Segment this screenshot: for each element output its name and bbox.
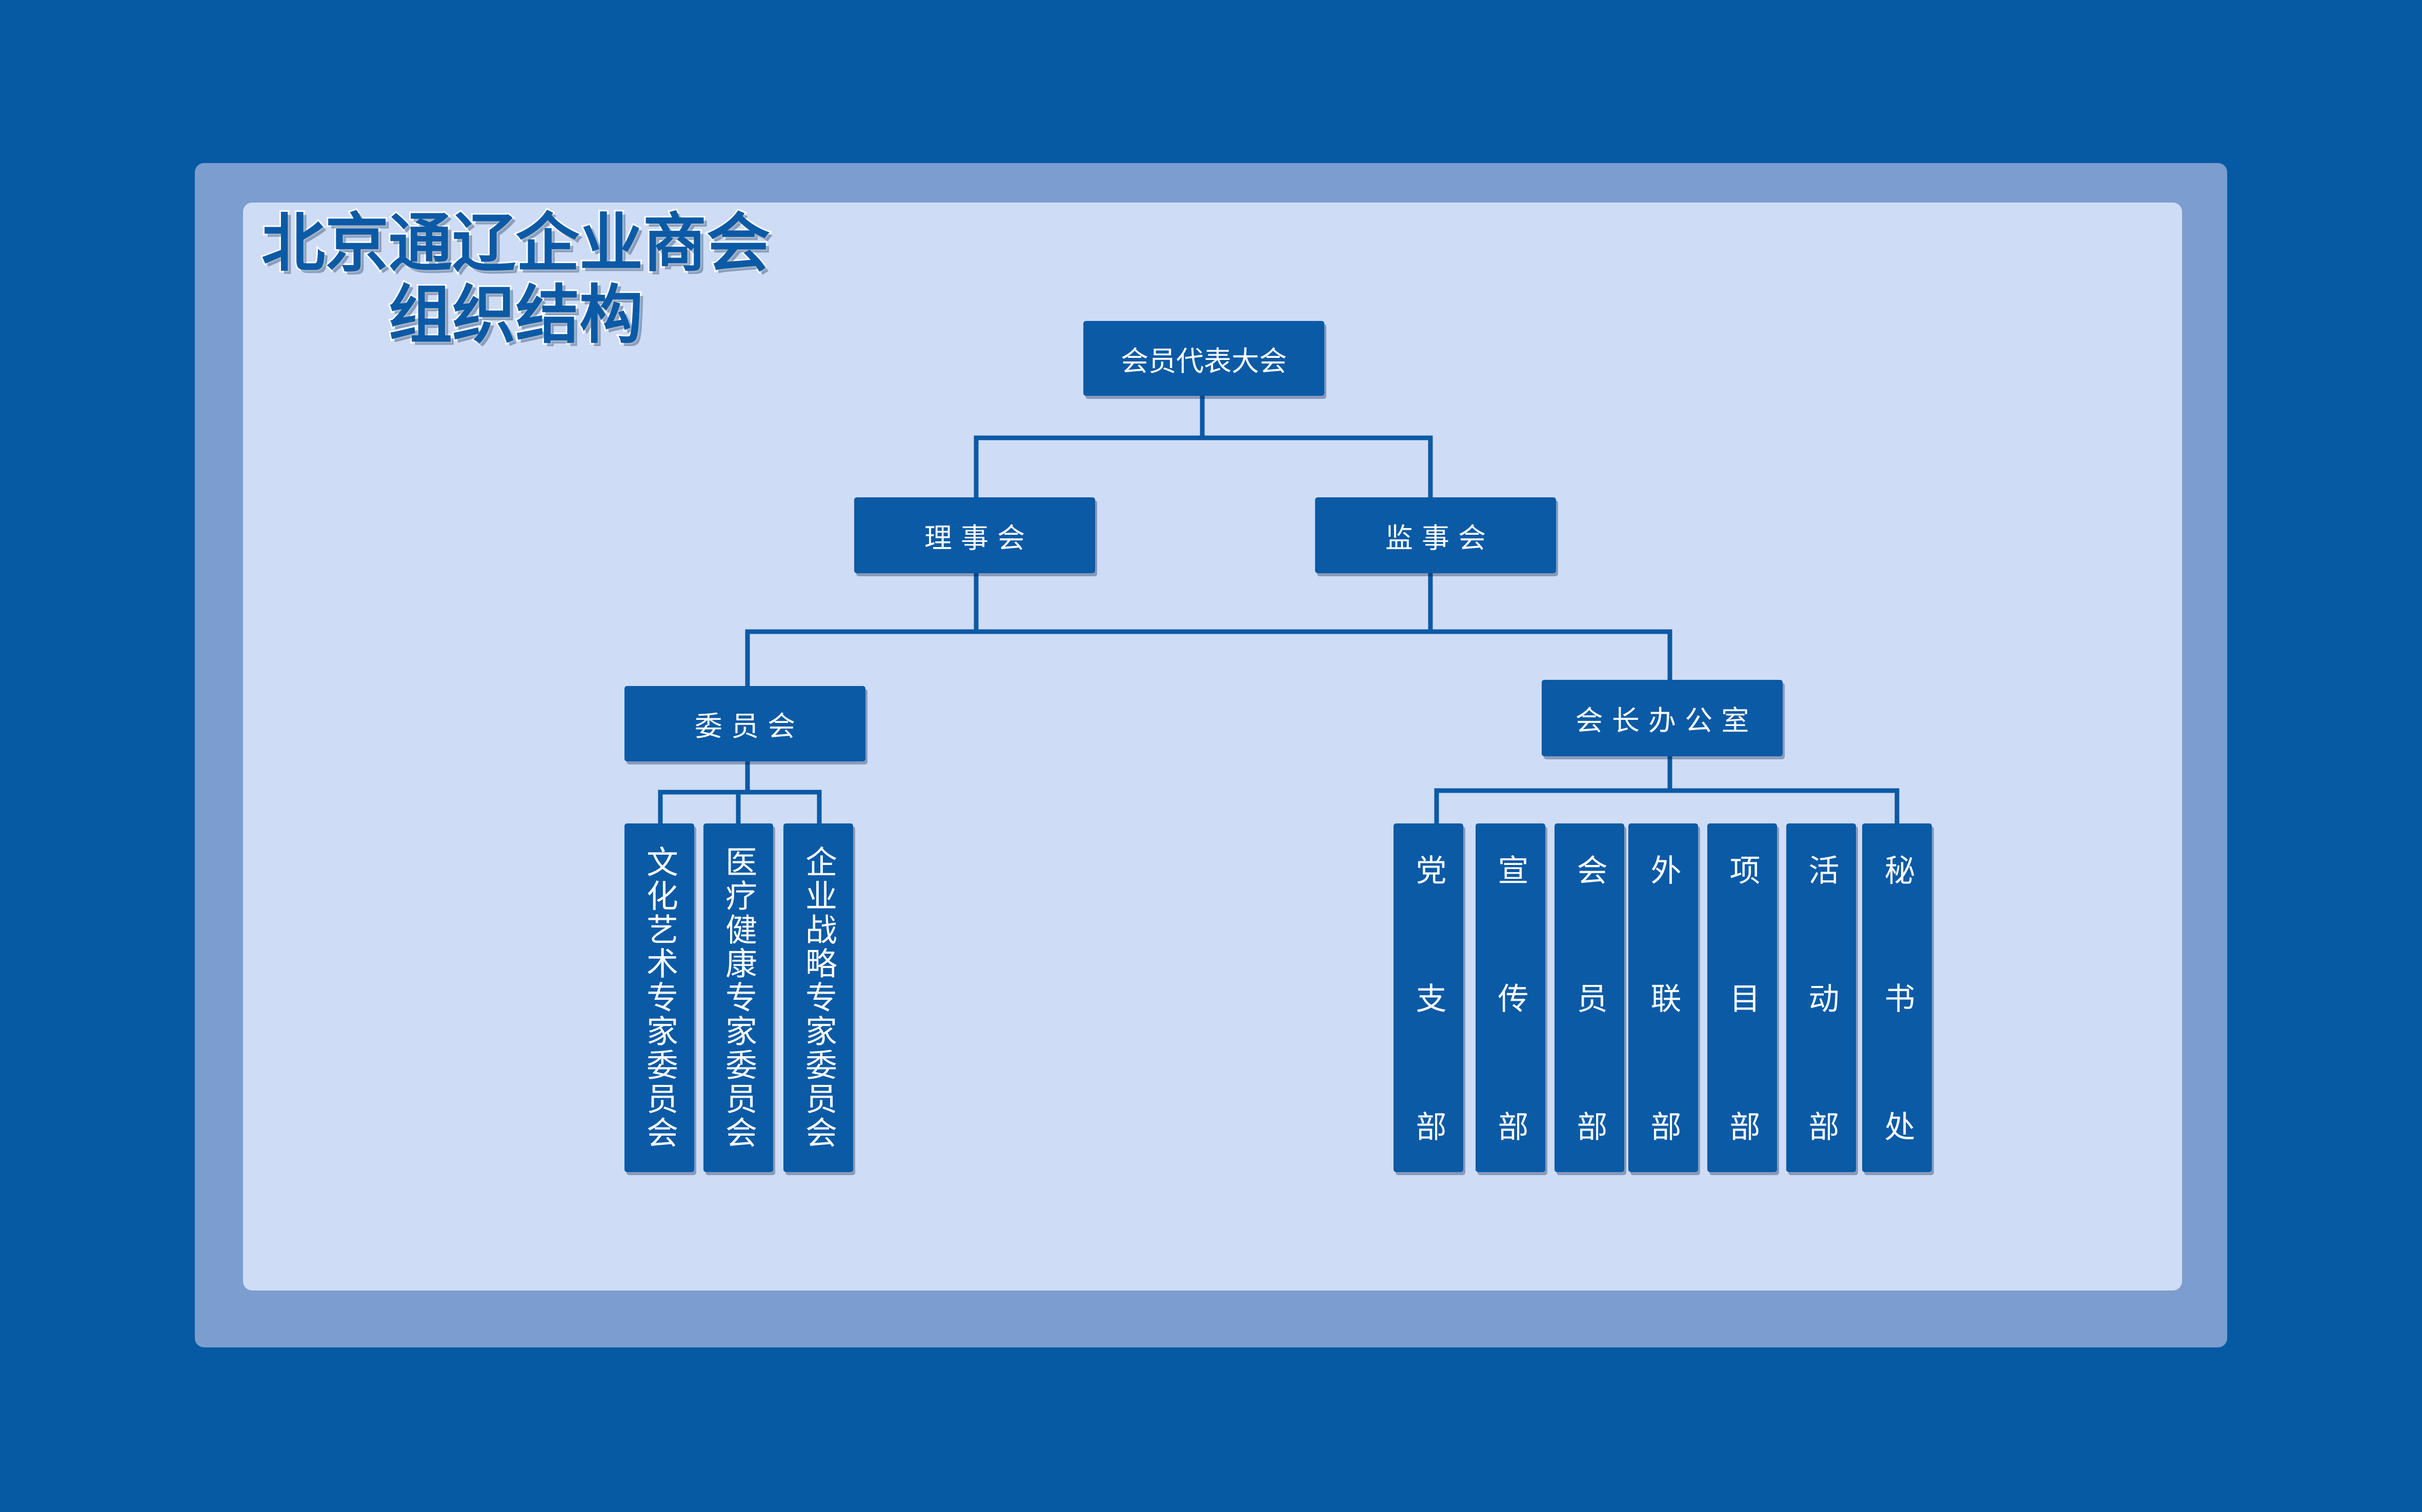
department-char: 外 — [1645, 854, 1681, 885]
node-president-office: 会 长 办 公 室 — [1542, 680, 1783, 756]
department-char: 部 — [1724, 1111, 1760, 1141]
department-char: 会 — [1571, 854, 1607, 885]
department-char: 支 — [1410, 982, 1446, 1013]
department-membership: 会 员 部 — [1555, 823, 1624, 1172]
department-char: 员 — [1571, 982, 1607, 1013]
department-char: 动 — [1803, 982, 1839, 1013]
department-char: 部 — [1492, 1111, 1528, 1141]
department-party-branch: 党 支 部 — [1394, 823, 1463, 1172]
node-council: 理 事 会 — [854, 497, 1095, 573]
department-char: 活 — [1803, 854, 1839, 885]
expert-committee-culture-art: 文化艺术专家委员会 — [624, 823, 694, 1172]
department-secretariat: 秘 书 处 — [1862, 823, 1932, 1172]
department-char: 联 — [1645, 982, 1681, 1013]
page-title: 北京通辽企业商会 组织结构 — [244, 206, 788, 353]
department-char: 秘 — [1879, 854, 1915, 885]
title-line-1: 北京通辽企业商会 — [260, 206, 772, 281]
department-char: 书 — [1879, 982, 1915, 1013]
title-line-2: 组织结构 — [387, 278, 644, 353]
department-publicity: 宣 传 部 — [1476, 823, 1545, 1172]
department-char: 部 — [1410, 1111, 1446, 1141]
department-activities: 活 动 部 — [1786, 823, 1856, 1172]
department-char: 目 — [1724, 982, 1760, 1013]
department-char: 部 — [1645, 1111, 1681, 1141]
department-char: 党 — [1410, 854, 1446, 885]
node-committee: 委 员 会 — [624, 686, 865, 761]
node-member-assembly: 会员代表大会 — [1083, 321, 1324, 396]
department-projects: 项 目 部 — [1707, 823, 1777, 1172]
department-char: 处 — [1879, 1111, 1915, 1141]
department-char: 部 — [1803, 1111, 1839, 1141]
department-char: 部 — [1571, 1111, 1607, 1141]
department-char: 传 — [1492, 982, 1528, 1013]
department-char: 宣 — [1492, 854, 1528, 885]
node-supervisory-board: 监 事 会 — [1315, 497, 1556, 573]
department-external-relations: 外 联 部 — [1628, 823, 1698, 1172]
expert-committee-enterprise-strategy: 企业战略专家委员会 — [783, 823, 853, 1172]
department-char: 项 — [1724, 854, 1760, 885]
expert-committee-medical-health: 医疗健康专家委员会 — [703, 823, 773, 1172]
